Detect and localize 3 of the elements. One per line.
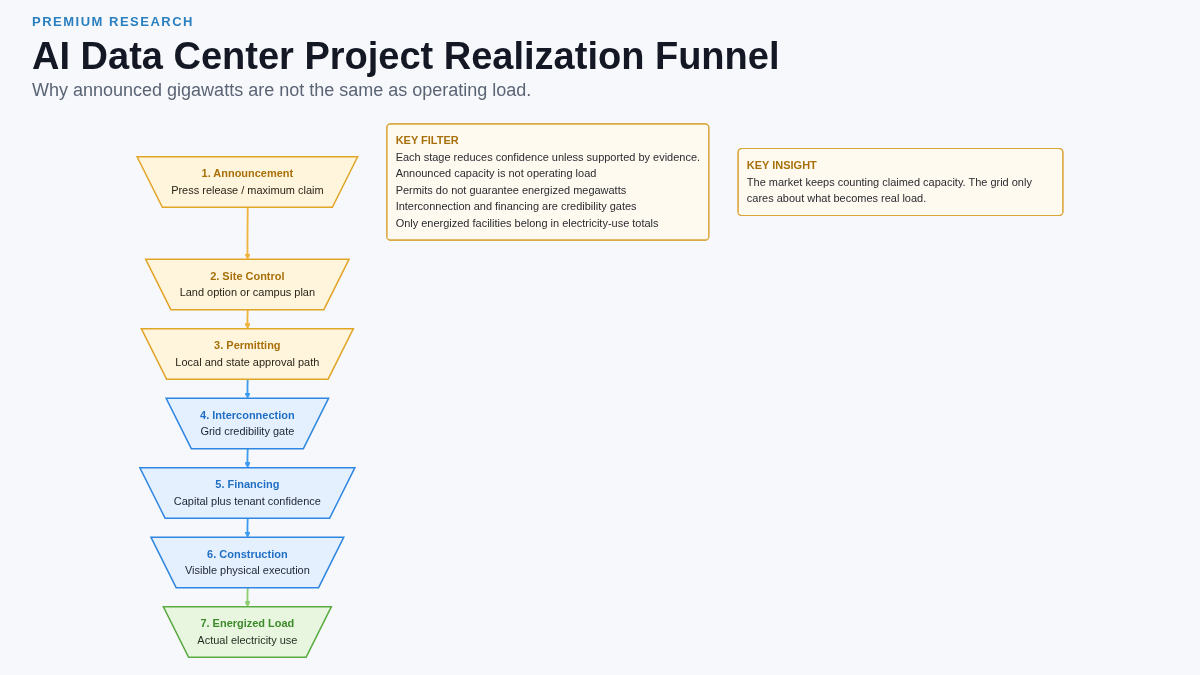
header-tagline: PREMIUM RESEARCH — [32, 14, 194, 29]
subtitle: Why announced gigawatts are not the same as operating load. — [32, 80, 532, 101]
title: AI Data Center Project Realization Funnel — [32, 34, 780, 78]
